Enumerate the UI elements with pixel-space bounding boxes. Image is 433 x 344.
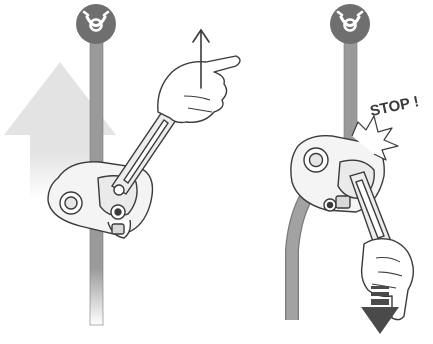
down-direction-arrow	[361, 286, 399, 334]
pulling-hand	[157, 55, 241, 124]
panel-release	[4, 4, 241, 326]
anchor-hook-icon	[76, 4, 116, 44]
stop-callout: STOP !	[369, 93, 421, 120]
thin-up-arrow	[192, 28, 210, 89]
stop-handle	[349, 171, 393, 251]
impact-burst-icon	[351, 115, 399, 161]
anchor-hook-icon	[330, 4, 370, 44]
pulling-hand-down	[360, 237, 415, 321]
panel-stop: STOP !	[285, 4, 421, 334]
